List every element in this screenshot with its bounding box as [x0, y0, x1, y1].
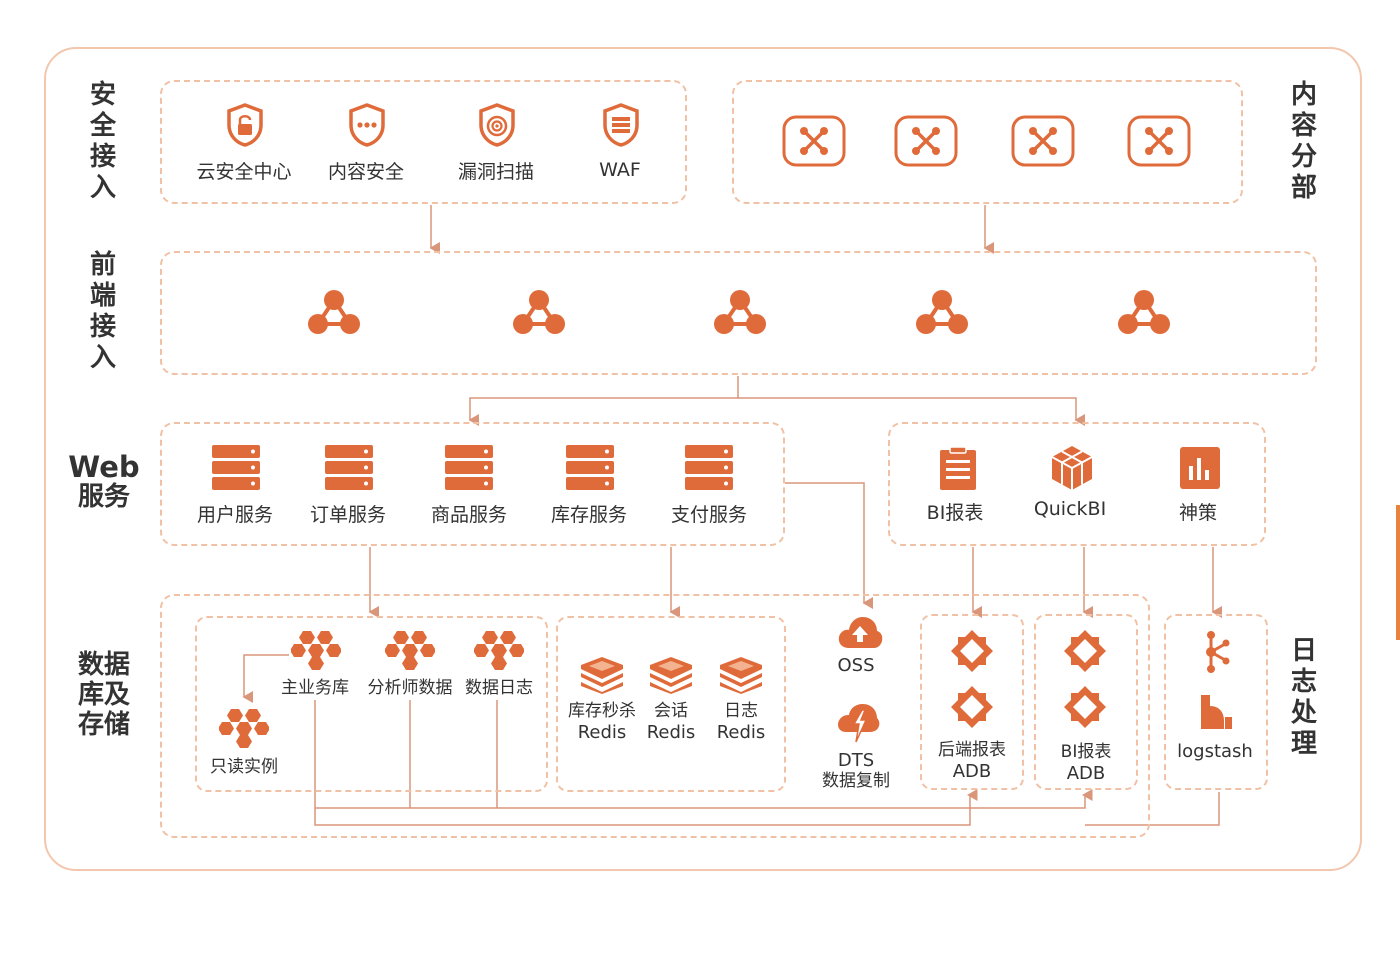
logstash-group	[1164, 614, 1268, 790]
slb-icon	[1118, 290, 1170, 334]
cdn-node-icon	[1011, 115, 1075, 167]
label-log-processing: 日志处理	[1290, 636, 1317, 759]
redis-icon	[581, 657, 623, 694]
cdn-node-icon	[894, 115, 958, 167]
label-db-line3: 存储	[77, 710, 130, 740]
scroll-accent	[1396, 505, 1400, 640]
bi-item-label: QuickBI	[1033, 498, 1107, 520]
security-group	[160, 80, 687, 204]
server-icon	[566, 445, 614, 490]
label-web-line2: 服务	[77, 482, 130, 512]
web-service-label: 支付服务	[670, 504, 748, 526]
label-db-line1: 数据	[77, 650, 130, 680]
rds-database-icon	[385, 631, 435, 670]
server-icon	[445, 445, 493, 490]
label-frontend-access: 前端接入	[89, 250, 116, 373]
server-icon	[212, 445, 260, 490]
label-cdn: 内容分部	[1290, 80, 1317, 203]
adb-icon	[1064, 630, 1106, 672]
web-service-label: 库存服务	[550, 504, 628, 526]
redis-label-line2: Redis	[716, 722, 766, 743]
db-readonly-label: 只读实例	[210, 757, 278, 777]
slb-icon	[308, 290, 360, 334]
bar-chart-icon	[1180, 447, 1220, 489]
shield-lock-icon	[227, 103, 263, 147]
adb-icon	[1064, 686, 1106, 728]
dts-icon	[838, 704, 880, 743]
slb-icon	[513, 290, 565, 334]
web-service-label: 用户服务	[196, 504, 274, 526]
cube-icon	[1051, 446, 1093, 490]
adb-label-line2: ADB	[952, 761, 992, 782]
shield-dots-icon	[349, 103, 385, 147]
adb-subgroup-2	[1034, 614, 1138, 790]
label-db-storage: 数据 库及 存储	[64, 650, 144, 740]
bi-item-label: 神策	[1178, 502, 1218, 524]
security-item-label: 云安全中心	[196, 161, 292, 183]
adb-label-line1: BI报表	[1060, 742, 1112, 762]
redis-icon	[720, 657, 762, 694]
redis-label-line1: 会话	[654, 701, 688, 721]
db-main-label: 主业务库	[281, 678, 349, 698]
dts-label-line2: 数据复制	[822, 771, 890, 791]
label-web-services: Web 服务	[64, 452, 144, 512]
adb-icon	[951, 686, 993, 728]
report-icon	[940, 446, 976, 490]
slb-icon	[916, 290, 968, 334]
redis-label-line2: Redis	[646, 722, 696, 743]
label-web-line1: Web	[68, 450, 140, 484]
shield-firewall-icon	[603, 103, 639, 147]
bi-item-label: BI报表	[926, 502, 984, 524]
label-security-access: 安全接入	[89, 80, 116, 203]
shield-scan-icon	[479, 103, 515, 147]
rds-database-icon	[291, 631, 341, 670]
dts-label-line1: DTS	[837, 750, 875, 771]
security-item-label: 内容安全	[327, 161, 405, 183]
rds-subgroup	[195, 616, 548, 792]
db-log-label: 数据日志	[465, 678, 533, 698]
frontend-group	[160, 251, 1317, 375]
adb-label-line2: ADB	[1066, 763, 1106, 784]
slb-icon	[714, 290, 766, 334]
logstash-icon	[1201, 695, 1232, 729]
kafka-icon	[1206, 631, 1230, 673]
bi-group	[888, 422, 1266, 546]
adb-subgroup-1	[920, 614, 1024, 790]
db-analysis-label: 分析师数据	[367, 678, 453, 698]
label-db-line2: 库及	[77, 680, 130, 710]
redis-label-line2: Redis	[577, 722, 627, 743]
adb-icon	[951, 630, 993, 672]
server-icon	[685, 445, 733, 490]
web-service-label: 订单服务	[309, 504, 387, 526]
redis-label-line1: 库存秒杀	[568, 701, 636, 721]
redis-icon	[650, 657, 692, 694]
oss-label: OSS	[837, 655, 875, 676]
server-icon	[325, 445, 373, 490]
rds-database-icon	[474, 631, 524, 670]
security-item-label: 漏洞扫描	[457, 161, 535, 183]
cdn-group	[732, 80, 1243, 204]
architecture-frame	[44, 47, 1362, 871]
storage-group	[160, 594, 1150, 838]
adb-label-line1: 后端报表	[938, 740, 1006, 760]
redis-label-line1: 日志	[724, 701, 758, 721]
web-services-group	[160, 422, 785, 546]
oss-cloud-icon	[838, 617, 883, 648]
redis-subgroup	[556, 616, 786, 792]
cdn-node-icon	[1127, 115, 1191, 167]
rds-readonly-icon	[219, 709, 269, 748]
logstash-label: logstash	[1177, 741, 1253, 762]
security-item-label: WAF	[599, 159, 641, 181]
web-service-label: 商品服务	[430, 504, 508, 526]
cdn-node-icon	[782, 115, 846, 167]
